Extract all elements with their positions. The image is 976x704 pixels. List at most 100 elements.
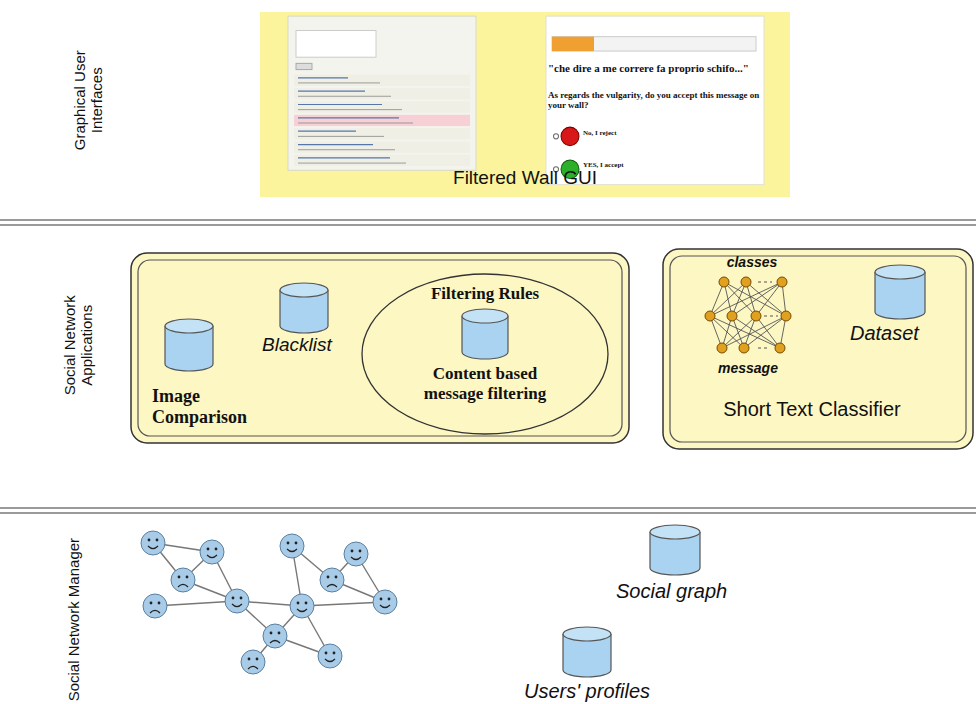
- screenshot-text: "che dire a me correre fa proprio schifo…: [548, 62, 762, 75]
- illustration-stroke: [295, 542, 298, 545]
- store-label: Users' profiles: [524, 680, 724, 703]
- network-ball: [781, 311, 791, 321]
- user-face: [320, 568, 344, 592]
- illustration-stroke: [710, 282, 746, 316]
- illustration-stroke: [297, 609, 307, 612]
- illustration-stroke: [156, 539, 159, 542]
- illustration-stroke: [325, 659, 335, 662]
- illustration-stroke: [327, 585, 337, 588]
- illustration-stroke: [248, 658, 251, 661]
- illustration-stroke: [335, 576, 338, 579]
- illustration-stroke: [325, 652, 328, 655]
- database-cylinder: [563, 627, 611, 677]
- illustration-stroke: [207, 555, 217, 558]
- illustration-stroke: [294, 155, 470, 166]
- layer-title: Graphical User Interfaces: [71, 15, 106, 185]
- illustration-stroke: [294, 88, 470, 99]
- illustration-stroke: [278, 632, 281, 635]
- illustration-stroke: [287, 549, 297, 552]
- illustration-stroke: [158, 602, 161, 605]
- user-face: [280, 534, 304, 558]
- illustration-stroke: [207, 548, 210, 551]
- layer-title: Social Network Applications: [61, 260, 96, 430]
- illustration-stroke: [298, 91, 365, 92]
- illustration-stroke: [186, 576, 189, 579]
- illustration-stroke: [388, 598, 391, 601]
- illustration-stroke: [298, 157, 390, 158]
- social-graph-illustration: [141, 531, 397, 674]
- user-face: [241, 650, 265, 674]
- illustration-stroke: [298, 149, 395, 150]
- illustration-stroke: [764, 316, 778, 317]
- illustration-stroke: [333, 652, 336, 655]
- node-text: Image Comparison: [152, 386, 272, 427]
- illustration-stroke: [305, 602, 308, 605]
- user-face: [143, 594, 167, 618]
- filtering-ellipse: Filtering RulesContent based message fil…: [360, 272, 610, 436]
- node-text: Dataset: [850, 322, 950, 345]
- illustration-stroke: [294, 128, 470, 139]
- illustration-stroke: [298, 117, 399, 118]
- gui-panel: Filtered Wall GUI: [260, 12, 790, 197]
- user-face: [200, 540, 224, 564]
- network-ball: [717, 343, 727, 353]
- illustration-stroke: [298, 123, 413, 124]
- illustration-stroke: [148, 539, 151, 542]
- illustration-stroke: [327, 576, 330, 579]
- application-box: Image Comparison Blacklist Filtering Rule…: [130, 252, 630, 444]
- node-text: Filtered Wall GUI: [260, 167, 790, 189]
- network-ball: [719, 277, 729, 287]
- node-text: Content based message filtering: [405, 364, 565, 403]
- illustration-stroke: [380, 598, 383, 601]
- classifier-box: classesmessageDatasetShort Text Classifi…: [662, 248, 974, 450]
- layer-separator: [0, 507, 976, 509]
- screenshot-text: YES, I accept: [583, 161, 663, 169]
- illustration-stroke: [294, 115, 470, 126]
- network-ball: [777, 277, 787, 287]
- illustration-stroke: [150, 602, 153, 605]
- illustration-stroke: [287, 542, 290, 545]
- illustration-stroke: [178, 585, 188, 588]
- illustration-stroke: [270, 632, 273, 635]
- layer-title: Social Network Manager: [65, 535, 82, 704]
- network-ball: [775, 343, 785, 353]
- node-text: classes: [702, 254, 802, 270]
- network-ball: [739, 343, 749, 353]
- illustration-stroke: [298, 144, 373, 145]
- illustration-stroke: [178, 576, 181, 579]
- user-face: [344, 542, 368, 566]
- illustration-stroke: [298, 82, 380, 83]
- user-face: [263, 624, 287, 648]
- illustration-stroke: [298, 104, 382, 105]
- illustration-stroke: [758, 282, 772, 283]
- illustration-stroke: [298, 163, 406, 164]
- illustration-stroke: [297, 602, 300, 605]
- network-ball: [751, 311, 761, 321]
- node-text: Blacklist: [262, 334, 362, 356]
- illustration-stroke: [298, 77, 348, 78]
- layer-separator: [0, 512, 976, 514]
- node-text: Filtering Rules: [380, 284, 590, 304]
- user-face: [171, 568, 195, 592]
- illustration-stroke: [351, 550, 354, 553]
- illustration-stroke: [256, 658, 259, 661]
- illustration-stroke: [294, 142, 470, 153]
- user-face: [225, 589, 249, 613]
- illustration-stroke: [270, 641, 280, 644]
- illustration-stroke: [248, 667, 258, 670]
- illustration-stroke: [298, 131, 356, 132]
- illustration-stroke: [150, 611, 160, 614]
- screenshot-text: No, I reject: [583, 129, 663, 137]
- network-ball: [741, 277, 751, 287]
- user-face: [318, 644, 342, 668]
- illustration-stroke: [232, 604, 242, 607]
- illustration-stroke: [710, 282, 724, 316]
- layer-separator: [0, 224, 976, 226]
- network-ball: [705, 311, 715, 321]
- illustration-stroke: [359, 550, 362, 553]
- illustration-stroke: [232, 597, 235, 600]
- node-text: message: [698, 360, 798, 376]
- illustration-stroke: [380, 605, 390, 608]
- illustration-stroke: [294, 101, 470, 112]
- illustration-stroke: [298, 96, 391, 97]
